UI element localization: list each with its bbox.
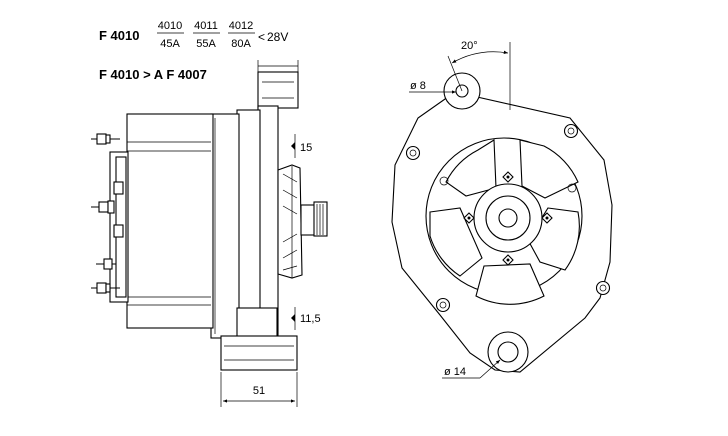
voltage-symbol: < <box>258 30 265 44</box>
hole-top-label: ø 8 <box>410 80 426 92</box>
side-view: 15 11,5 51 <box>91 60 328 407</box>
front-bottom-hole <box>497 341 519 363</box>
side-rear-housing <box>126 113 214 329</box>
side-front-plate <box>257 105 279 343</box>
side-shaft <box>300 201 328 237</box>
side-front-shoulder <box>236 109 261 339</box>
variant-part-3: 4012 <box>229 20 253 32</box>
side-bottom-mount-ear <box>220 335 298 371</box>
variant-part-1: 4010 <box>158 20 182 32</box>
variant-current-1: 45A <box>160 38 180 50</box>
dim-foot-width: 51 <box>253 385 265 397</box>
variant-current-3: 80A <box>231 38 251 50</box>
dim-bottom-gap: 11,5 <box>300 313 321 325</box>
front-hub-bolts <box>463 171 553 266</box>
front-shaft-hole <box>498 208 518 228</box>
side-fan <box>277 164 303 279</box>
angle-label: 20° <box>461 40 478 52</box>
voltage-label: 28V <box>267 30 288 44</box>
front-screws <box>405 123 611 313</box>
model-label: F 4010 <box>99 28 139 43</box>
replacement-label: F 4010 > A F 4007 <box>99 67 207 82</box>
front-view: 20° ø 8 ø 14 <box>391 40 613 379</box>
dim-top-gap: 15 <box>300 142 312 154</box>
side-rear-terminals <box>91 133 124 294</box>
front-cooling-slots <box>429 139 580 305</box>
variant-current-2: 55A <box>196 38 216 50</box>
variant-part-2: 4011 <box>194 20 218 32</box>
side-top-mount-ear <box>257 71 299 109</box>
header: F 4010 4010 45A 4011 55A 4012 80A < 28V … <box>99 20 288 82</box>
hole-bottom-leader <box>479 359 501 379</box>
front-angle-dimension <box>447 42 511 110</box>
hole-bottom-label: ø 14 <box>444 366 466 378</box>
